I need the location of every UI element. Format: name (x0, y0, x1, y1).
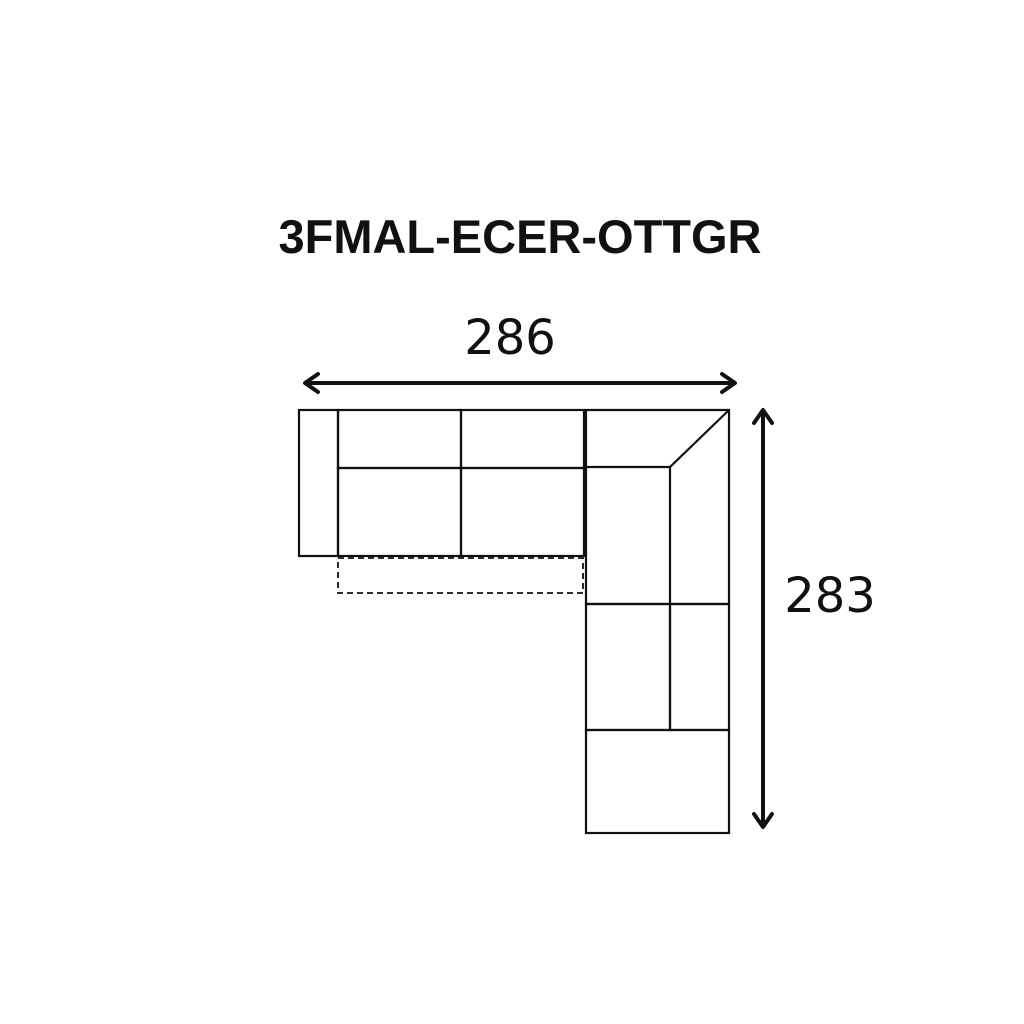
product-code-title: 3FMAL-ECER-OTTGR (278, 210, 762, 263)
width-dimension-label: 286 (464, 310, 556, 366)
width-dimension-arrow (303, 372, 737, 394)
vertical-seat-back (668, 602, 731, 732)
depth-dimension-label: 283 (784, 568, 876, 624)
ottoman-module (584, 728, 731, 835)
vertical-seat-cushion (584, 602, 672, 732)
depth-dimension-arrow (752, 408, 774, 829)
seat-module-2-back (459, 408, 586, 470)
left-armrest (297, 408, 340, 558)
pull-out-bed-outline (337, 557, 584, 594)
corner-module (584, 408, 731, 606)
seat-module-1-cushion (336, 466, 463, 558)
seat-module-1-back (336, 408, 463, 470)
seat-module-2-cushion (459, 466, 586, 558)
corner-inner-back (586, 409, 730, 469)
